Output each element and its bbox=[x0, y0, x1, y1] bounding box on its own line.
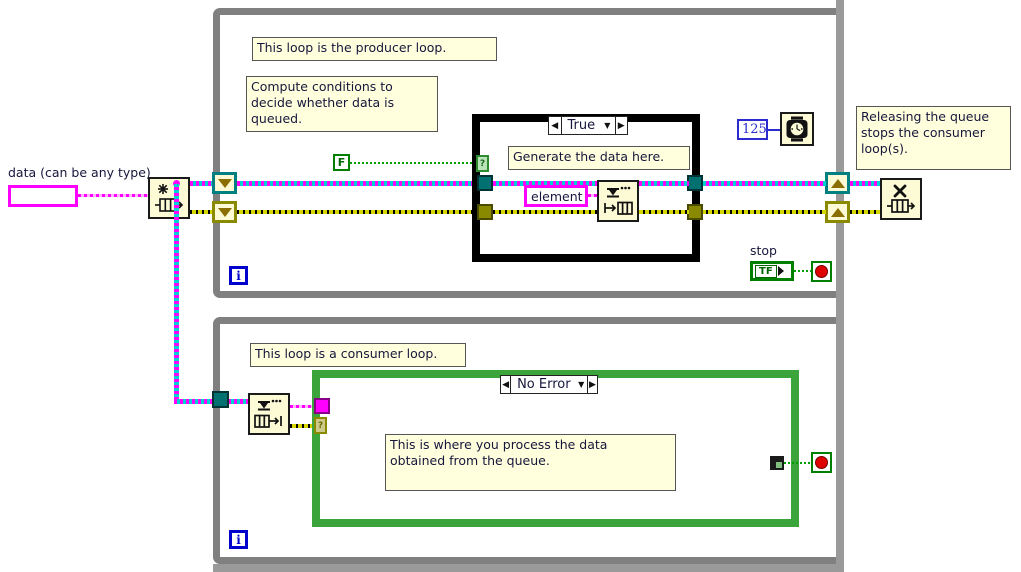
enqueue-icon bbox=[604, 186, 633, 215]
comment-compute-conditions: Compute conditions to decide whether dat… bbox=[246, 76, 438, 132]
obtain-queue-icon bbox=[155, 184, 184, 212]
wire-refnum-sr-to-case bbox=[237, 181, 482, 186]
case-next-arrow-icon[interactable]: ▶ bbox=[614, 117, 627, 134]
wire-queue-refnum-main bbox=[190, 181, 222, 186]
case-tunnel-left-error[interactable] bbox=[477, 204, 493, 220]
chevron-up-icon bbox=[830, 178, 845, 188]
consumer-loop-stop-condition[interactable] bbox=[811, 452, 832, 473]
case-prev-arrow-icon[interactable]: ◀ bbox=[549, 117, 562, 134]
chevron-down-icon bbox=[217, 178, 232, 188]
wire-refnum-case-to-sr bbox=[700, 181, 826, 186]
wire-error-case-to-sr bbox=[700, 210, 826, 214]
wire-stop-to-loop-condition bbox=[794, 270, 811, 272]
stop-boolean-value: TF bbox=[755, 264, 777, 278]
producer-iteration-terminal: i bbox=[229, 266, 248, 285]
wire-error-sr-to-case bbox=[237, 210, 482, 214]
comment-process-data: This is where you process the data obtai… bbox=[385, 434, 676, 491]
wait-ms-timer-vi[interactable] bbox=[780, 112, 814, 146]
shift-register-right-error[interactable] bbox=[825, 201, 850, 223]
diagram-right-edge bbox=[836, 0, 844, 572]
wire-refnum-inside-case bbox=[493, 181, 689, 186]
wire-dequeue-error-out bbox=[290, 424, 315, 428]
consumer-case-tunnel-right[interactable] bbox=[770, 456, 784, 470]
comment-producer-loop: This loop is the producer loop. bbox=[252, 37, 497, 61]
data-control-label: data (can be any type) bbox=[8, 165, 151, 180]
comment-generate-data: Generate the data here. bbox=[508, 146, 690, 170]
consumer-iteration-terminal: i bbox=[229, 530, 248, 549]
wire-consumer-stop-condition bbox=[784, 462, 811, 464]
consumer-loop-tunnel-refnum[interactable] bbox=[212, 391, 229, 408]
case-tunnel-right-error[interactable] bbox=[687, 204, 703, 220]
stop-control-terminal[interactable]: TF bbox=[750, 261, 794, 281]
wire-refnum-to-release bbox=[850, 181, 880, 186]
chevron-down-icon bbox=[217, 207, 232, 217]
case-tunnel-left-refnum[interactable] bbox=[477, 175, 493, 191]
false-constant[interactable]: F bbox=[333, 154, 350, 171]
comment-consumer-loop: This loop is a consumer loop. bbox=[250, 343, 466, 367]
diagram-bottom-edge bbox=[213, 564, 844, 572]
release-queue-icon bbox=[887, 184, 916, 213]
clock-icon bbox=[786, 116, 808, 142]
wire-error-inside-case bbox=[493, 210, 689, 214]
wire-false-to-case-selector bbox=[350, 162, 481, 164]
case-prev-arrow-icon[interactable]: ◀ bbox=[501, 376, 512, 393]
wait-ms-constant[interactable]: 125 bbox=[737, 119, 768, 140]
wire-constant-to-wait bbox=[768, 129, 780, 131]
data-control-terminal[interactable] bbox=[8, 185, 78, 207]
case-selected-value: True bbox=[567, 118, 596, 133]
wire-data-to-obtain-queue bbox=[78, 194, 148, 197]
case-selected-value: No Error bbox=[517, 377, 571, 392]
element-label-box[interactable]: element bbox=[524, 185, 588, 207]
dequeue-element-vi[interactable] bbox=[248, 393, 290, 435]
producer-case-selector[interactable]: ◀ True ▼ ▶ bbox=[548, 116, 628, 135]
chevron-up-icon bbox=[830, 207, 845, 217]
wire-enqueue-ref-out bbox=[639, 181, 689, 186]
dequeue-icon bbox=[254, 399, 282, 428]
wire-error-obtain-out bbox=[190, 210, 222, 214]
chevron-down-icon[interactable]: ▼ bbox=[604, 121, 611, 130]
stop-control-label: stop bbox=[750, 243, 777, 258]
case-next-arrow-icon[interactable]: ▶ bbox=[586, 376, 597, 393]
consumer-case-selector[interactable]: ◀ No Error ▼ ▶ bbox=[500, 375, 598, 394]
consumer-case-selector-terminal[interactable]: ? bbox=[314, 417, 327, 434]
chevron-down-icon[interactable]: ▼ bbox=[578, 380, 585, 389]
shift-register-right-refnum[interactable] bbox=[825, 172, 850, 194]
case-tunnel-right-refnum[interactable] bbox=[687, 175, 703, 191]
stop-sign-icon bbox=[815, 456, 828, 469]
release-queue-vi[interactable] bbox=[880, 178, 922, 220]
obtain-queue-vi[interactable] bbox=[148, 177, 190, 219]
wire-queue-ref-down bbox=[174, 181, 179, 403]
case-selector-terminal[interactable]: ? bbox=[476, 155, 489, 172]
wire-dequeued-element bbox=[290, 405, 315, 408]
consumer-case-tunnel-element[interactable] bbox=[314, 398, 330, 414]
enqueue-element-vi[interactable] bbox=[597, 180, 639, 222]
shift-register-left-refnum[interactable] bbox=[212, 172, 237, 194]
producer-loop-stop-condition[interactable] bbox=[811, 261, 832, 282]
comment-release-queue: Releasing the queue stops the consumer l… bbox=[856, 106, 1011, 170]
wire-element-to-enqueue bbox=[588, 194, 597, 197]
stop-sign-icon bbox=[815, 265, 828, 278]
wire-queue-ref-to-consumer bbox=[174, 399, 248, 404]
tunnel-core bbox=[776, 462, 782, 468]
terminal-arrow-icon bbox=[777, 266, 784, 276]
shift-register-left-error[interactable] bbox=[212, 201, 237, 223]
wire-error-to-release bbox=[850, 210, 880, 214]
